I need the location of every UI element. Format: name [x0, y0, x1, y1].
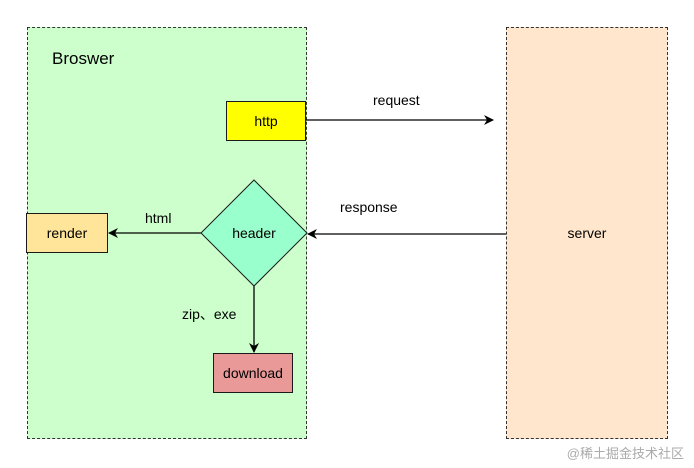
server-panel	[506, 27, 668, 439]
html-label: html	[145, 210, 172, 226]
download-node: download	[213, 353, 293, 393]
watermark: @稀土掘金技术社区	[566, 446, 684, 461]
request-label: request	[373, 92, 420, 108]
browser-title: Broswer	[52, 49, 115, 68]
header-node-label: header	[232, 225, 276, 241]
header-diamond	[200, 179, 308, 287]
zip-exe-label: zip、exe	[182, 306, 237, 322]
render-node: render	[26, 213, 108, 253]
response-label: response	[340, 199, 398, 215]
server-label: server	[567, 225, 607, 241]
http-node: http	[226, 101, 306, 141]
